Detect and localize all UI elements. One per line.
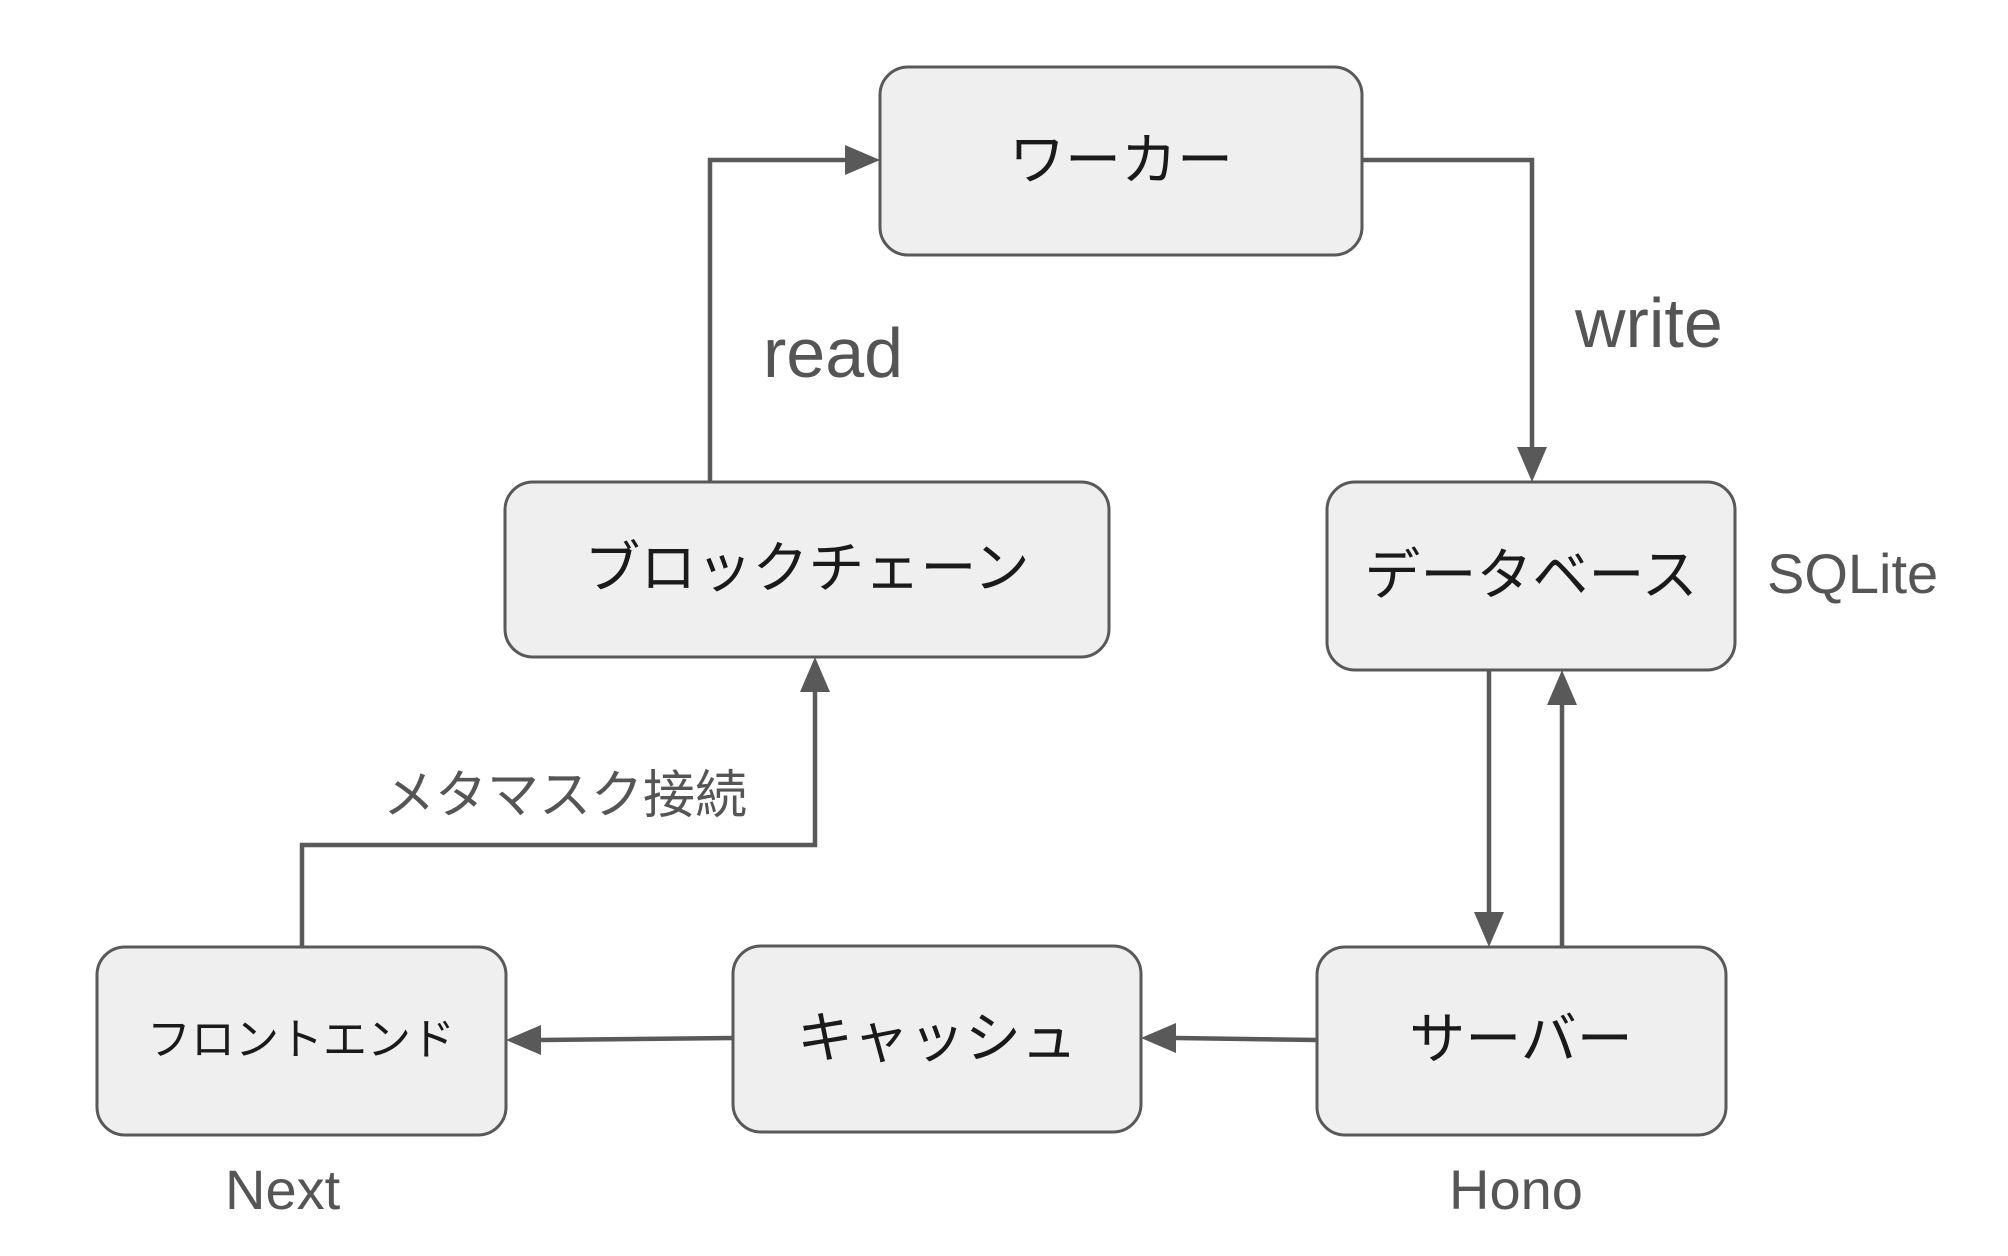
node-frontend-label: フロントエンド [147, 1015, 455, 1066]
arrowhead-cache-right [1141, 1023, 1176, 1053]
node-server-label: サーバー [1409, 1008, 1632, 1073]
edge-cache-to-frontend [540, 1035, 734, 1043]
node-database-label: データベース [1364, 544, 1697, 609]
edge-blockchain-to-worker [707, 157, 845, 482]
arrowhead-blockchain-bottom [800, 657, 830, 692]
arrowhead-worker-left [845, 145, 880, 175]
node-cache-label: キャッシュ [797, 1007, 1077, 1072]
label-read: read [763, 314, 903, 392]
node-worker[interactable]: ワーカー [878, 65, 1364, 257]
arrowhead-frontend-right [506, 1025, 541, 1055]
node-server[interactable]: サーバー [1315, 945, 1728, 1137]
arrowhead-server-top [1474, 912, 1504, 947]
node-blockchain[interactable]: ブロックチェーン [503, 480, 1111, 659]
edge-frontend-to-blockchain [299, 692, 818, 947]
node-frontend[interactable]: フロントエンド [95, 945, 508, 1137]
arrowhead-database-bottom [1547, 670, 1577, 705]
node-worker-label: ワーカー [1009, 129, 1233, 194]
arrowhead-database-top [1517, 447, 1547, 482]
edge-worker-to-database [1362, 157, 1535, 447]
edges [299, 145, 1577, 1055]
label-hono: Hono [1449, 1158, 1583, 1221]
label-write: write [1574, 284, 1723, 362]
edge-server-to-cache [1175, 1035, 1318, 1043]
node-blockchain-label: ブロックチェーン [584, 537, 1029, 602]
node-cache[interactable]: キャッシュ [731, 944, 1143, 1134]
label-metamask: メタマスク接続 [383, 766, 747, 826]
label-sqlite: SQLite [1767, 542, 1938, 605]
label-next: Next [225, 1158, 341, 1221]
node-database[interactable]: データベース [1325, 480, 1737, 672]
